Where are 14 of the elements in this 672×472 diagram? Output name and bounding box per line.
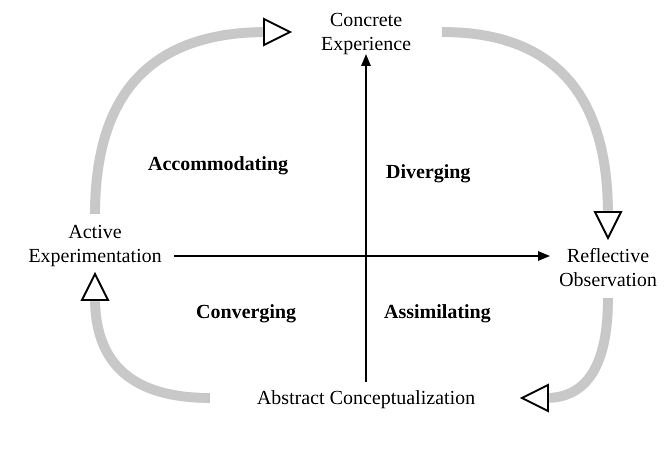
- node-label: Reflective Observation: [558, 244, 658, 292]
- quadrant-label: Accommodating: [148, 152, 288, 176]
- quadrant-label: Assimilating: [384, 300, 491, 324]
- axis-arrow: [174, 251, 550, 261]
- curved-block-arrow: [442, 27, 622, 239]
- curved-block-arrow: [90, 18, 291, 214]
- node-label: Abstract Conceptualization: [256, 386, 476, 410]
- node-label: Active Experimentation: [27, 220, 163, 268]
- curved-block-arrow: [521, 298, 613, 412]
- node-label: Concrete Experience: [320, 8, 412, 56]
- quadrant-label: Diverging: [386, 160, 470, 184]
- axis-arrow: [361, 54, 371, 382]
- curved-block-arrow: [81, 273, 210, 403]
- quadrant-label: Converging: [196, 300, 296, 324]
